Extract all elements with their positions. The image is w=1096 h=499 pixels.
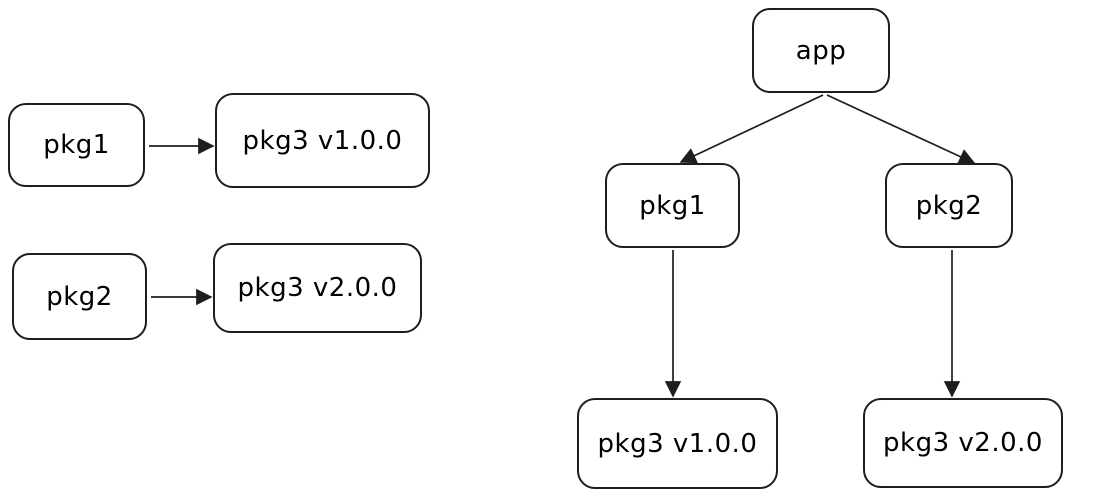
node-left-pkg1: pkg1 bbox=[8, 103, 145, 187]
node-right-pkg1: pkg1 bbox=[605, 163, 740, 248]
node-left-pkg2: pkg2 bbox=[12, 253, 147, 340]
edge-arrow-app-to-pkg1 bbox=[679, 94, 824, 164]
node-label: pkg1 bbox=[639, 190, 706, 221]
node-label: pkg3 v2.0.0 bbox=[237, 273, 398, 303]
node-label: pkg2 bbox=[915, 190, 983, 221]
node-left-pkg3-v1: pkg3 v1.0.0 bbox=[215, 93, 430, 188]
node-left-pkg3-v2: pkg3 v2.0.0 bbox=[213, 243, 422, 333]
node-right-app: app bbox=[752, 8, 890, 93]
node-label: app bbox=[795, 35, 847, 66]
node-label: pkg3 v1.0.0 bbox=[242, 125, 403, 156]
node-label: pkg2 bbox=[46, 281, 113, 312]
node-label: pkg1 bbox=[43, 130, 110, 160]
node-right-pkg2: pkg2 bbox=[885, 163, 1013, 248]
node-label: pkg3 v2.0.0 bbox=[883, 428, 1043, 458]
node-right-pkg3-v1: pkg3 v1.0.0 bbox=[577, 398, 778, 489]
node-right-pkg3-v2: pkg3 v2.0.0 bbox=[863, 398, 1063, 488]
edge-arrow-app-to-pkg2 bbox=[826, 94, 976, 165]
node-label: pkg3 v1.0.0 bbox=[597, 428, 758, 459]
